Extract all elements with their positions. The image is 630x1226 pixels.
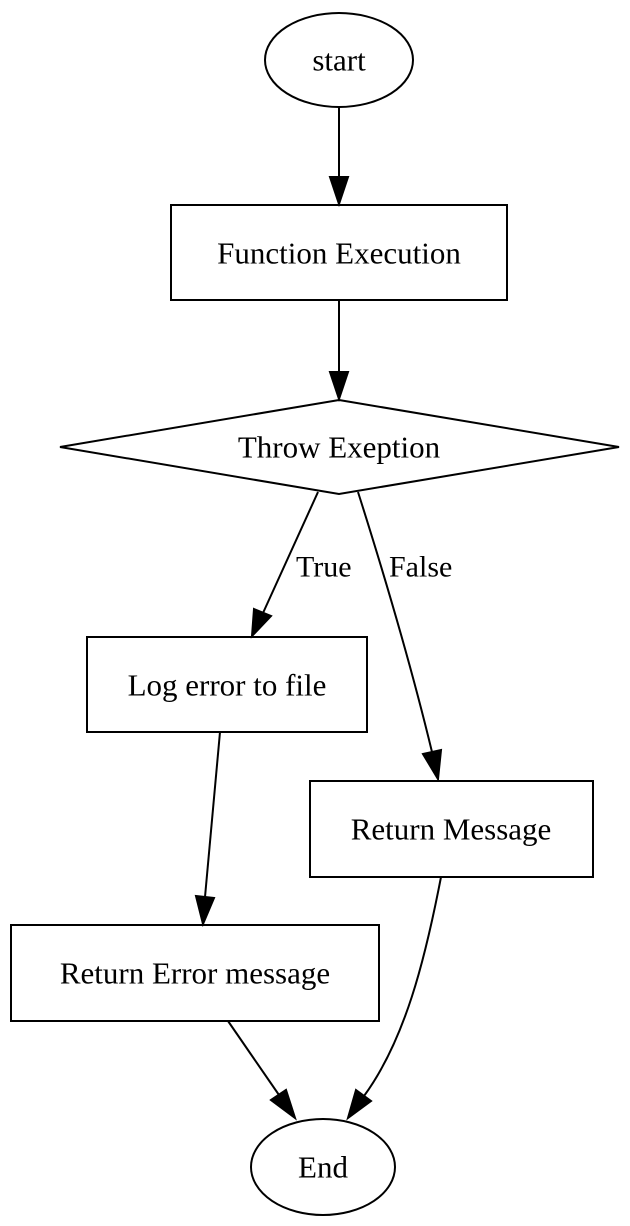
log-error-node: Log error to file (86, 636, 368, 733)
end-node: End (250, 1118, 396, 1216)
edge-function-to-decision (328, 300, 350, 403)
edge-return-error-to-end (227, 1020, 297, 1121)
end-node-label: End (298, 1150, 348, 1185)
false-edge-label: False (389, 551, 452, 584)
throw-exception-decision-node: Throw Exeption (59, 398, 620, 496)
start-node-label: start (312, 43, 366, 78)
arrowhead (269, 1088, 297, 1121)
throw-exception-label: Throw Exeption (238, 430, 441, 465)
arrowhead (250, 607, 273, 639)
arrowhead (346, 1088, 373, 1121)
edge-return-message-to-end (346, 876, 442, 1121)
return-message-node: Return Message (309, 780, 594, 878)
function-execution-label: Function Execution (217, 236, 461, 271)
start-node: start (264, 12, 414, 108)
true-edge-label: True (296, 551, 352, 584)
function-execution-node: Function Execution (170, 204, 508, 301)
arrowhead (421, 748, 443, 783)
edge-decision-to-return-message: False (357, 491, 452, 783)
edge-log-error-to-return-error (194, 731, 221, 928)
edge-decision-to-log-error: True (250, 491, 352, 639)
edge-start-to-function (328, 107, 350, 208)
return-error-message-node: Return Error message (10, 924, 380, 1022)
arrowhead (328, 176, 350, 208)
arrowhead (194, 894, 216, 928)
arrowhead (328, 371, 350, 403)
log-error-label: Log error to file (128, 668, 327, 703)
return-error-message-label: Return Error message (60, 956, 330, 991)
return-message-label: Return Message (351, 812, 552, 847)
